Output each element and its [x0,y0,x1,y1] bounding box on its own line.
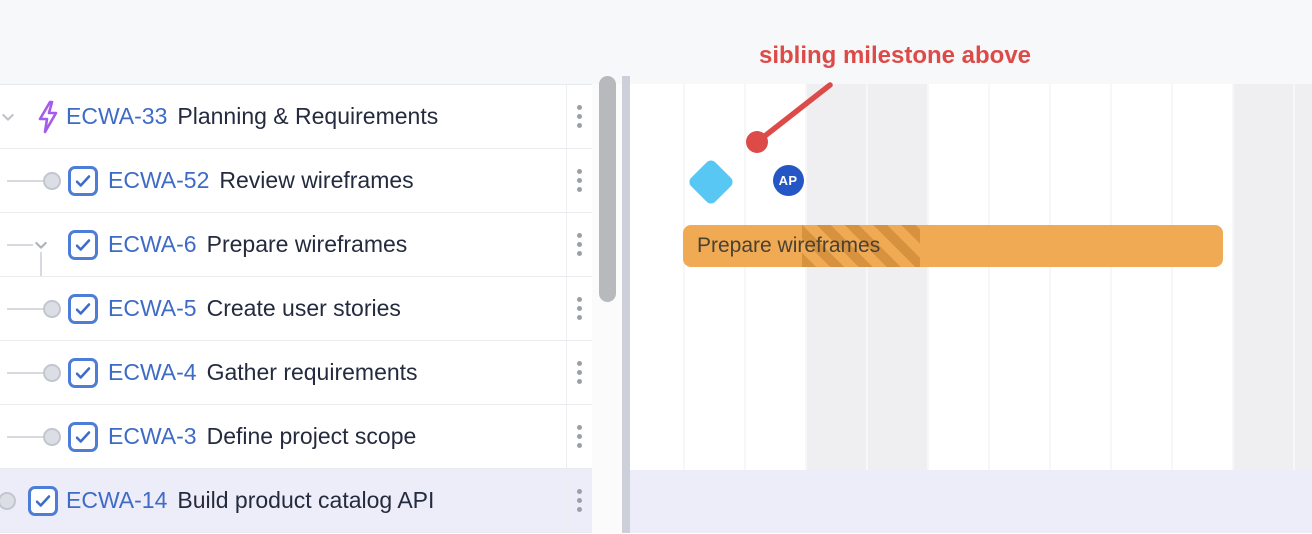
dependency-handle[interactable] [43,171,61,190]
row-kebab-cell [566,277,592,340]
row-content: ECWA-5 Create user stories [0,277,566,340]
day-column-gap [1232,84,1234,470]
timeline-header-band [0,0,1312,84]
timeline-day-grid [630,84,1312,470]
checkbox-checked-icon[interactable] [68,421,98,452]
kebab-menu-icon[interactable] [569,227,590,262]
checkbox-checked-icon[interactable] [68,165,98,196]
row-kebab-cell [566,469,592,532]
task-row-ecwa-52[interactable]: ECWA-52 Review wireframes [0,149,592,213]
row-content: ECWA-33 Planning & Requirements [0,85,566,148]
gantt-timeline: Prepare wireframes AP sibling milestone … [630,0,1312,533]
weekend-day-column [805,84,866,470]
task-row-ecwa-6[interactable]: ECWA-6 Prepare wireframes [0,213,592,277]
kebab-menu-icon[interactable] [569,483,590,518]
chevron-down-icon[interactable] [0,109,16,125]
kebab-menu-icon[interactable] [569,163,590,198]
issue-title[interactable]: Define project scope [206,423,417,449]
wbs-task-list: ECWA-33 Planning & Requirements ECWA-52 … [0,84,592,534]
row-content: ECWA-6 Prepare wireframes [0,213,566,276]
issue-key[interactable]: ECWA-4 [108,359,197,385]
task-row-ecwa-33[interactable]: ECWA-33 Planning & Requirements [0,85,592,149]
kebab-menu-icon[interactable] [569,99,590,134]
row-content: ECWA-3 Define project scope [0,405,566,468]
task-bar-prepare-wireframes[interactable]: Prepare wireframes [683,225,1223,267]
day-column-gap [744,84,746,470]
weekend-day-column [1293,84,1312,470]
row-kebab-cell [566,405,592,468]
weekend-hatch-overlay [802,225,920,267]
day-column-gap [927,84,929,470]
day-column-gap [1049,84,1051,470]
day-column-gap [866,84,868,470]
tree-branch-line [7,371,44,374]
issue-title[interactable]: Gather requirements [206,359,418,385]
issue-key[interactable]: ECWA-52 [108,167,210,193]
tree-branch-line [7,243,33,246]
issue-title[interactable]: Create user stories [206,295,401,321]
issue-key[interactable]: ECWA-5 [108,295,197,321]
kebab-menu-icon[interactable] [569,355,590,390]
annotation-label: sibling milestone above [758,42,1032,69]
row-content: ECWA-14 Build product catalog API [0,469,566,532]
day-column-gap [1171,84,1173,470]
day-column-gap [988,84,990,470]
row-content: ECWA-4 Gather requirements [0,341,566,404]
day-column-gap [1110,84,1112,470]
task-bar-label: Prepare wireframes [697,234,881,257]
day-column-gap [805,84,807,470]
task-row-ecwa-4[interactable]: ECWA-4 Gather requirements [0,341,592,405]
issue-title[interactable]: Review wireframes [219,167,414,193]
dependency-handle[interactable] [43,299,61,318]
weekend-day-column [1232,84,1293,470]
day-column-gap [683,84,685,470]
tree-branch-line [7,435,44,438]
weekend-day-column [866,84,927,470]
issue-title[interactable]: Build product catalog API [177,487,435,513]
dependency-handle[interactable] [43,427,61,446]
assignee-initials: AP [772,164,804,196]
day-column-gap [1293,84,1295,470]
zap-icon [38,100,58,133]
dependency-handle[interactable] [43,363,61,382]
row-content: ECWA-52 Review wireframes [0,149,566,212]
issue-title[interactable]: Prepare wireframes [206,231,408,257]
issue-key[interactable]: ECWA-14 [66,487,168,513]
row-kebab-cell [566,149,592,212]
tree-branch-line [7,179,44,182]
issue-key[interactable]: ECWA-33 [66,103,168,129]
vertical-scrollbar-thumb[interactable] [599,76,616,302]
dependency-handle[interactable] [0,491,16,510]
tree-branch-line [7,307,44,310]
checkbox-checked-icon[interactable] [68,357,98,388]
panel-resize-divider[interactable] [622,76,630,533]
checkbox-checked-icon[interactable] [68,229,98,260]
kebab-menu-icon[interactable] [569,419,590,454]
issue-key[interactable]: ECWA-3 [108,423,197,449]
chevron-down-icon[interactable] [33,237,49,253]
selected-row-highlight [630,470,1312,533]
issue-key[interactable]: ECWA-6 [108,231,197,257]
issue-title[interactable]: Planning & Requirements [177,103,439,129]
checkbox-checked-icon[interactable] [68,293,98,324]
row-kebab-cell [566,85,592,148]
task-row-ecwa-3[interactable]: ECWA-3 Define project scope [0,405,592,469]
kebab-menu-icon[interactable] [569,291,590,326]
tree-drop-line [40,252,42,276]
checkbox-checked-icon[interactable] [28,485,58,516]
row-kebab-cell [566,341,592,404]
task-row-ecwa-5[interactable]: ECWA-5 Create user stories [0,277,592,341]
assignee-initials-badge[interactable]: AP [770,162,806,198]
task-row-ecwa-14[interactable]: ECWA-14 Build product catalog API [0,469,592,533]
row-kebab-cell [566,213,592,276]
